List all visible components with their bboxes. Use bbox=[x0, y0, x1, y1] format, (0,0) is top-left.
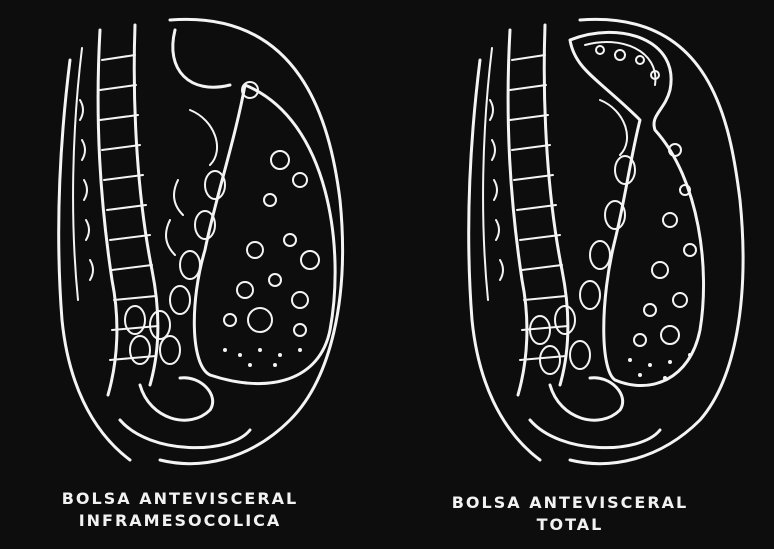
left-caption-line2: INFRAMESOCOLICA bbox=[20, 510, 340, 532]
left-caption: BOLSA ANTEVISCERAL INFRAMESOCOLICA bbox=[20, 488, 340, 532]
right-pouch-bubbles bbox=[596, 46, 696, 380]
right-pelvic-floor bbox=[530, 420, 660, 448]
left-sagittal-section bbox=[59, 19, 343, 463]
left-pouch-bubbles bbox=[223, 151, 319, 367]
left-pelvic-floor bbox=[120, 420, 250, 448]
left-caption-line1: BOLSA ANTEVISCERAL bbox=[20, 488, 340, 510]
right-antevisceral-pouch bbox=[570, 32, 704, 385]
left-abdominal-wall bbox=[160, 19, 343, 463]
left-back-inner-line bbox=[73, 48, 82, 300]
left-upper-colon bbox=[173, 30, 230, 87]
right-spine bbox=[490, 25, 568, 395]
right-caption-line1: BOLSA ANTEVISCERAL bbox=[410, 492, 730, 514]
left-back-contour bbox=[59, 60, 130, 460]
right-back-contour bbox=[469, 60, 540, 460]
right-caption: BOLSA ANTEVISCERAL TOTAL bbox=[410, 492, 730, 536]
left-antevisceral-pouch bbox=[194, 85, 335, 384]
right-back-inner-line bbox=[483, 48, 492, 300]
right-sagittal-section bbox=[469, 19, 743, 463]
right-caption-line2: TOTAL bbox=[410, 514, 730, 536]
